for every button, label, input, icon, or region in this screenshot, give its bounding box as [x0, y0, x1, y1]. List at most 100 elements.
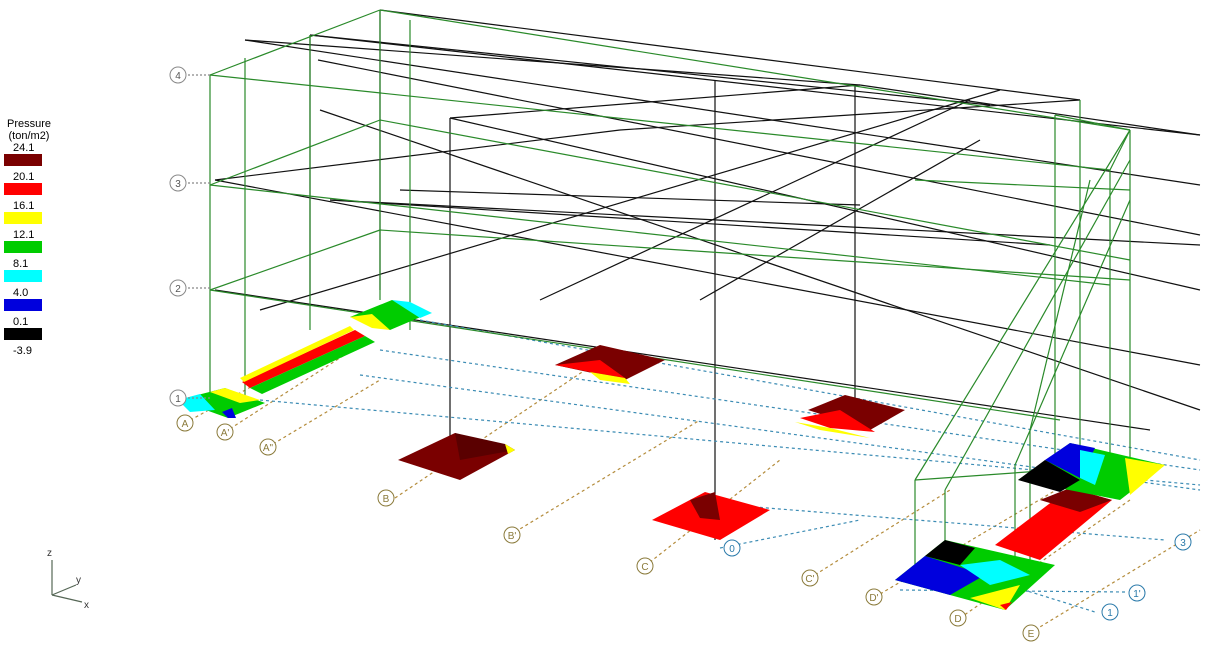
frame-member: [329, 199, 1201, 246]
story-label-3: 3: [169, 174, 212, 192]
footing-E-yellow: [1125, 458, 1165, 495]
frame-member-green: [379, 9, 1131, 131]
bubble-label: C: [641, 562, 648, 573]
story-text: 3: [175, 179, 181, 190]
grid-bubble-D': D': [865, 588, 883, 606]
story-circle: [169, 66, 187, 84]
axis-triad: zyx: [47, 548, 89, 611]
frame-member: [259, 89, 1001, 311]
bubble-circle: [1022, 624, 1040, 642]
legend-entry: 8.1: [4, 258, 64, 287]
grid-bubble-0: 0: [723, 539, 741, 557]
footing-A2-cyan: [392, 300, 432, 318]
frame-member: [539, 99, 971, 301]
bubble-circle: [801, 569, 819, 587]
frame-member: [244, 39, 1201, 186]
gridline-blue: [419, 319, 1201, 461]
footing-D-red: [1000, 602, 1012, 610]
bubble-label: D: [954, 614, 961, 625]
legend-color-swatch: [4, 241, 42, 253]
legend-entry-label: 8.1: [13, 258, 29, 270]
bubble-label: B: [383, 494, 390, 505]
legend-entry: 16.1: [4, 200, 64, 229]
bubble-label: E: [1028, 629, 1035, 640]
legend-entry-label: 4.0: [13, 287, 29, 299]
frame-black-lines: [214, 9, 1201, 540]
grid-bubble-C': C': [801, 569, 819, 587]
bubble-label: 3: [1180, 538, 1186, 549]
bubble-circle: [259, 438, 277, 456]
footing-Bup-darkred: [555, 345, 665, 380]
legend-color-swatch: [4, 328, 42, 340]
bubble-label: 0: [729, 544, 735, 555]
story-label-2: 2: [169, 279, 212, 297]
footing-Cup-darkred: [808, 395, 905, 430]
grid-bubble-A': A': [216, 423, 234, 441]
strip-A1-red: [242, 330, 365, 388]
footing-pressure-contours: [178, 300, 1165, 610]
footing-B-yellow: [505, 444, 515, 454]
grid-bubble-D: D: [949, 609, 967, 627]
frame-member-green: [1014, 199, 1131, 466]
frame-member: [449, 84, 861, 119]
footing-D-cyan: [960, 560, 1030, 585]
footing-B-shade: [455, 433, 515, 460]
footing-A-yellow: [210, 388, 260, 403]
grid-bubble-B: B: [377, 489, 395, 507]
story-label-4: 4: [169, 66, 212, 84]
gridline-tan: [509, 419, 701, 536]
bubble-label: C': [805, 574, 814, 585]
legend-color-swatch: [4, 299, 42, 311]
frame-member-green: [209, 184, 1111, 286]
grid-bubble-A": A": [259, 438, 277, 456]
bubble-label: B': [508, 531, 517, 542]
frame-member-green: [379, 119, 1131, 261]
footing-Cup-yellow: [795, 422, 870, 438]
legend-color-swatch: [4, 270, 42, 282]
grid-bubble-C: C: [636, 557, 654, 575]
footing-A-cyan: [178, 394, 215, 412]
story-circle: [169, 389, 187, 407]
grid-bubble-3: 3: [1174, 533, 1192, 551]
gridline-tan: [394, 359, 601, 499]
footing-E-cyan: [1080, 450, 1105, 485]
legend-title-line1: Pressure: [6, 118, 52, 130]
frame-member-green: [944, 159, 1131, 491]
bubble-label: A": [263, 443, 274, 454]
frame-member-green: [209, 74, 1111, 171]
grid-bubble-E: E: [1022, 624, 1040, 642]
frame-member: [317, 59, 1201, 236]
frame-member: [319, 109, 1201, 411]
frame-member: [214, 179, 1201, 366]
frame-member-green: [1029, 179, 1091, 431]
footing-C-darkred: [690, 492, 720, 520]
axis-z-label: z: [47, 548, 52, 559]
gridline-tan: [224, 344, 361, 433]
footing-D-black: [925, 540, 975, 565]
frame-green-lines: [209, 9, 1131, 585]
grid-bubble-A: A: [176, 414, 194, 432]
legend-color-swatch: [4, 183, 42, 195]
frame-member-green: [209, 229, 381, 291]
footing-E-black: [1018, 460, 1080, 492]
bubble-label: D': [869, 593, 878, 604]
story-level-labels: 4 3 2 1: [169, 66, 212, 407]
axis-x-label: x: [84, 600, 89, 611]
grid-bubble-B': B': [503, 526, 521, 544]
bubble-circle: [377, 489, 395, 507]
bubble-circle: [865, 588, 883, 606]
strip-DE-darkred: [1040, 488, 1112, 512]
bubble-label: A: [182, 419, 189, 430]
frame-member: [309, 34, 1201, 136]
story-text: 2: [175, 284, 181, 295]
bubble-circle: [949, 609, 967, 627]
legend-color-swatch: [4, 212, 42, 224]
frame-member: [244, 39, 861, 86]
frame-member-green: [379, 229, 1131, 281]
bubble-circle: [176, 414, 194, 432]
story-text: 1: [175, 394, 181, 405]
legend-entry: 20.1: [4, 171, 64, 200]
